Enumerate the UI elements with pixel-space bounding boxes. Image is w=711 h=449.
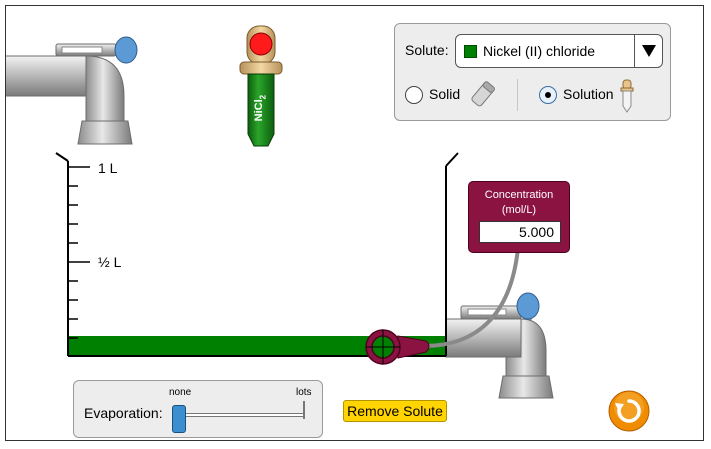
panel-divider (517, 79, 518, 111)
concentration-title: Concentration (484, 189, 554, 201)
evaporation-panel: Evaporation: none lots (73, 380, 323, 438)
beaker-ticks (68, 166, 90, 339)
solute-panel: Solute: Nickel (II) chloride Solid Solut… (394, 23, 671, 121)
dropper-formula: NiCl (252, 99, 265, 122)
concentration-units: (mol/L) (501, 204, 537, 216)
solution-radio[interactable] (539, 86, 557, 104)
beaker-half-label: ½ L (98, 254, 122, 270)
scene-graphics (6, 25, 554, 399)
beaker-solution (69, 336, 445, 355)
evaporation-min-label: none (169, 387, 192, 398)
reset-icon[interactable] (608, 390, 650, 432)
solute-label: Solute: (405, 42, 449, 58)
dropdown-arrow-button[interactable] (634, 35, 662, 67)
solid-label: Solid (429, 86, 461, 102)
dropper-small-icon (620, 79, 634, 113)
evaporation-label: Evaporation: (84, 405, 163, 421)
drain-faucet-icon[interactable] (445, 292, 554, 399)
concentration-probe[interactable] (365, 329, 430, 365)
evaporation-slider-thumb[interactable] (172, 405, 186, 433)
evaporation-slider-end (303, 401, 305, 419)
probe-cable (423, 247, 520, 348)
dropper-subscript: 2 (258, 94, 268, 100)
evaporation-max-label: lots (296, 387, 312, 398)
dropper-icon[interactable] (239, 25, 283, 147)
shaker-icon (471, 81, 495, 107)
solid-radio[interactable] (405, 86, 423, 104)
simulation-canvas: NiCl2 1 L ½ L Solute: Nickel (II) chlori… (5, 5, 704, 441)
beaker-max-label: 1 L (98, 160, 118, 176)
solution-label: Solution (563, 86, 614, 102)
evaporation-slider-track[interactable] (180, 413, 304, 417)
concentration-readout: 5.000 (479, 221, 561, 243)
solute-dropdown[interactable]: Nickel (II) chloride (455, 34, 663, 68)
water-faucet-icon[interactable] (6, 36, 138, 145)
concentration-meter[interactable]: Concentration (mol/L) 5.000 (468, 181, 570, 253)
remove-solute-button[interactable]: Remove Solute (343, 400, 447, 422)
dropper-label: NiCl2 (247, 88, 273, 128)
triangle-down-icon (641, 45, 656, 57)
solute-selected-value: Nickel (II) chloride (483, 43, 596, 59)
solute-color-swatch (464, 45, 477, 58)
